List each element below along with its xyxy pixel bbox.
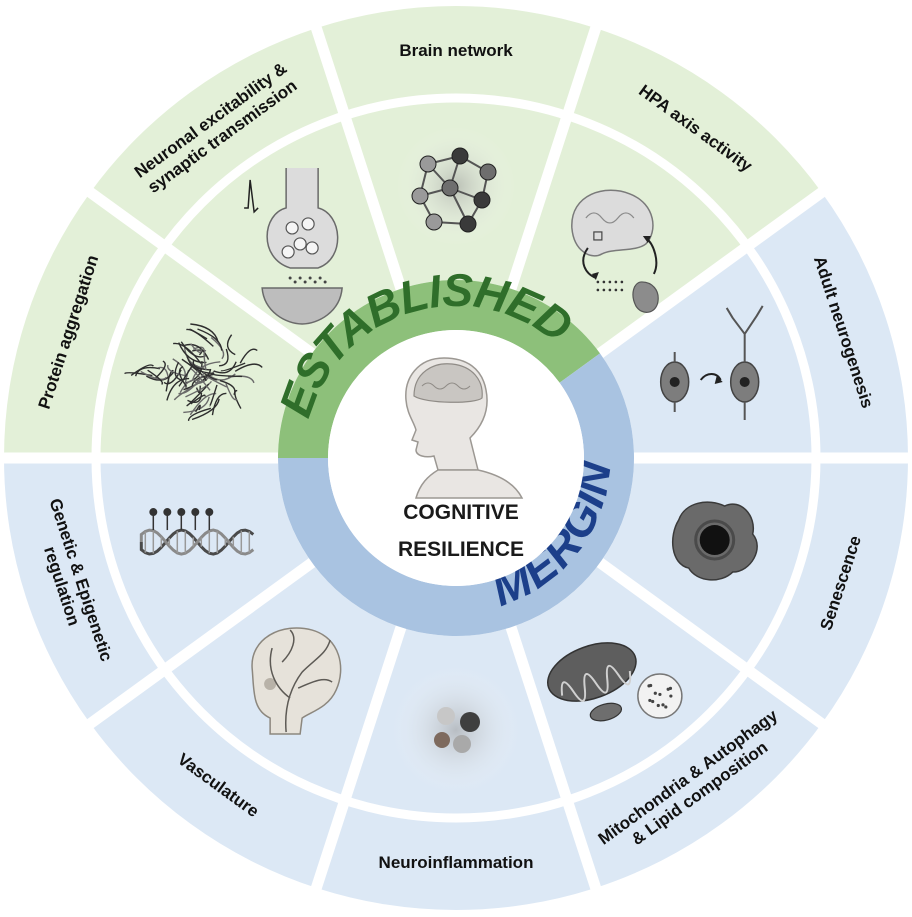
segment-divider — [595, 557, 827, 730]
head-profile-icon — [405, 357, 524, 499]
center-title-line2: RESILIENCE — [398, 538, 524, 561]
icons-layer — [124, 126, 764, 794]
segment-divider — [85, 186, 317, 359]
senescent-cell-icon — [672, 501, 758, 581]
segment-mitochondria — [511, 562, 822, 888]
segment-divider — [505, 24, 602, 293]
segment-divider — [310, 24, 407, 293]
segment-divider — [505, 623, 602, 892]
emerging-ring — [278, 353, 634, 637]
segment-divider — [595, 186, 827, 359]
center-title-line1: COGNITIVE — [403, 501, 519, 524]
synapse-icon — [244, 167, 343, 325]
mitochondria-icon — [546, 642, 683, 722]
established-ring — [278, 280, 601, 458]
brain-network-icon — [396, 126, 516, 246]
vasculature-icon — [251, 627, 342, 735]
segment-neuronal-excitability — [90, 28, 401, 354]
hpa-axis-icon — [571, 189, 659, 313]
segment-label-neuroinflammation: Neuroinflammation — [379, 853, 534, 872]
protein-aggregate-icon — [124, 323, 263, 421]
label-band-divider — [91, 93, 821, 823]
segment-label-brain-network: Brain network — [399, 41, 513, 60]
segment-divider — [310, 623, 407, 892]
segment-genetic-epigenetic — [4, 458, 312, 724]
microglia-icon — [392, 666, 520, 794]
segment-divider — [85, 557, 317, 730]
neurogenesis-icon — [659, 305, 764, 420]
dna-icon — [139, 508, 255, 556]
